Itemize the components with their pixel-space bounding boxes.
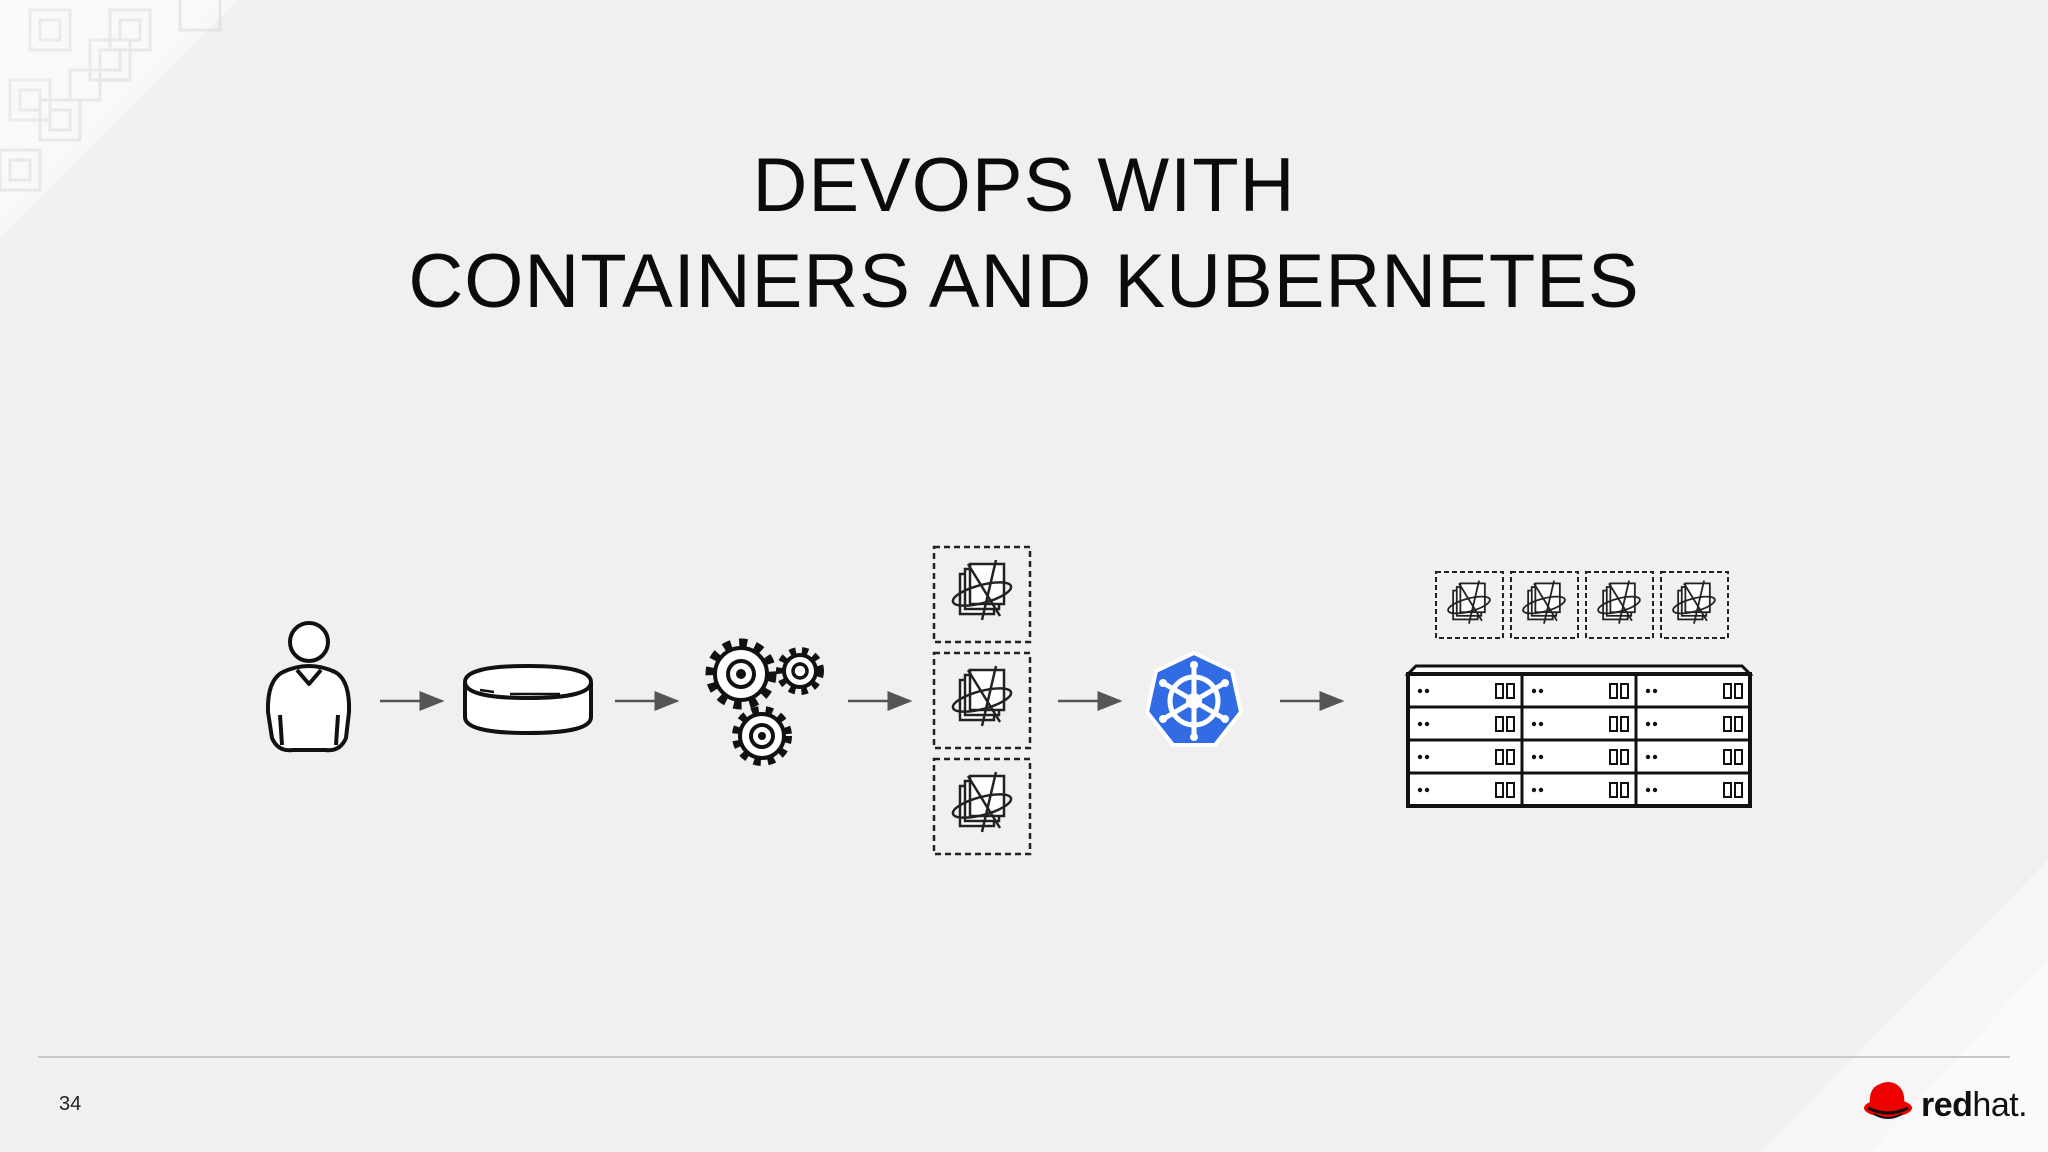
server-drive-bay <box>1495 683 1504 699</box>
server-led <box>1531 721 1537 727</box>
server-drive-bay <box>1506 716 1515 732</box>
server-led <box>1424 721 1430 727</box>
server-drive-bay <box>1495 782 1504 798</box>
redhat-logo-icon <box>1864 1082 1912 1119</box>
server-drive-bay <box>1723 716 1732 732</box>
server-drive-bay <box>1506 749 1515 765</box>
server-drive-bay <box>1723 683 1732 699</box>
server-led <box>1538 754 1544 760</box>
server-led <box>1417 754 1423 760</box>
server-drive-bay <box>1495 716 1504 732</box>
server-drive-bay <box>1609 749 1618 765</box>
server-drive-bay <box>1734 782 1743 798</box>
server-led <box>1531 787 1537 793</box>
cluster-container-box <box>1510 571 1579 639</box>
server-led <box>1417 688 1423 694</box>
server-led <box>1652 721 1658 727</box>
server-led <box>1652 688 1658 694</box>
server-rack-outline <box>1406 672 1752 808</box>
server-led <box>1538 721 1544 727</box>
server-led <box>1424 787 1430 793</box>
container-images-icon <box>932 545 1032 856</box>
kubernetes-icon <box>1144 650 1244 747</box>
server-led <box>1538 787 1544 793</box>
server-drive-bay <box>1609 716 1618 732</box>
server-led <box>1424 754 1430 760</box>
server-led <box>1424 688 1430 694</box>
cluster-container-box <box>1660 571 1729 639</box>
server-led <box>1531 754 1537 760</box>
server-drive-bay <box>1609 782 1618 798</box>
server-led <box>1652 787 1658 793</box>
server-drive-bay <box>1506 683 1515 699</box>
corner-fade <box>0 0 238 238</box>
server-led <box>1538 688 1544 694</box>
slide-title-line-2: CONTAINERS AND KUBERNETES <box>408 239 1640 324</box>
container-image-box <box>932 651 1032 750</box>
container-image-box <box>932 545 1032 644</box>
server-drive-bay <box>1495 749 1504 765</box>
server-drive-bay <box>1620 782 1629 798</box>
developer-icon <box>265 621 352 753</box>
cluster-container-box <box>1435 571 1504 639</box>
redhat-logo-text: redhat. <box>1921 1086 2028 1125</box>
page-number: 34 <box>59 1093 82 1115</box>
server-led <box>1645 721 1651 727</box>
brand-bold: red <box>1921 1086 1973 1124</box>
server-led <box>1417 721 1423 727</box>
server-drive-bay <box>1734 749 1743 765</box>
repository-icon <box>463 663 593 736</box>
server-drive-bay <box>1734 716 1743 732</box>
slide-title-line-1: DEVOPS WITH <box>752 143 1296 228</box>
server-led <box>1417 787 1423 793</box>
server-led <box>1645 754 1651 760</box>
server-led <box>1531 688 1537 694</box>
cluster-containers <box>1435 571 1729 639</box>
server-drive-bay <box>1620 683 1629 699</box>
server-led <box>1645 688 1651 694</box>
server-cluster-icon <box>1404 664 1754 808</box>
server-led <box>1652 754 1658 760</box>
brand-light: hat. <box>1972 1086 2028 1124</box>
build-gears-icon <box>705 638 824 766</box>
server-drive-bay <box>1723 782 1732 798</box>
server-drive-bay <box>1734 683 1743 699</box>
server-drive-bay <box>1620 749 1629 765</box>
container-image-box <box>932 757 1032 856</box>
server-led <box>1645 787 1651 793</box>
server-drive-bay <box>1506 782 1515 798</box>
server-drive-bay <box>1723 749 1732 765</box>
cluster-container-box <box>1585 571 1654 639</box>
server-drive-bay <box>1620 716 1629 732</box>
server-drive-bay <box>1609 683 1618 699</box>
